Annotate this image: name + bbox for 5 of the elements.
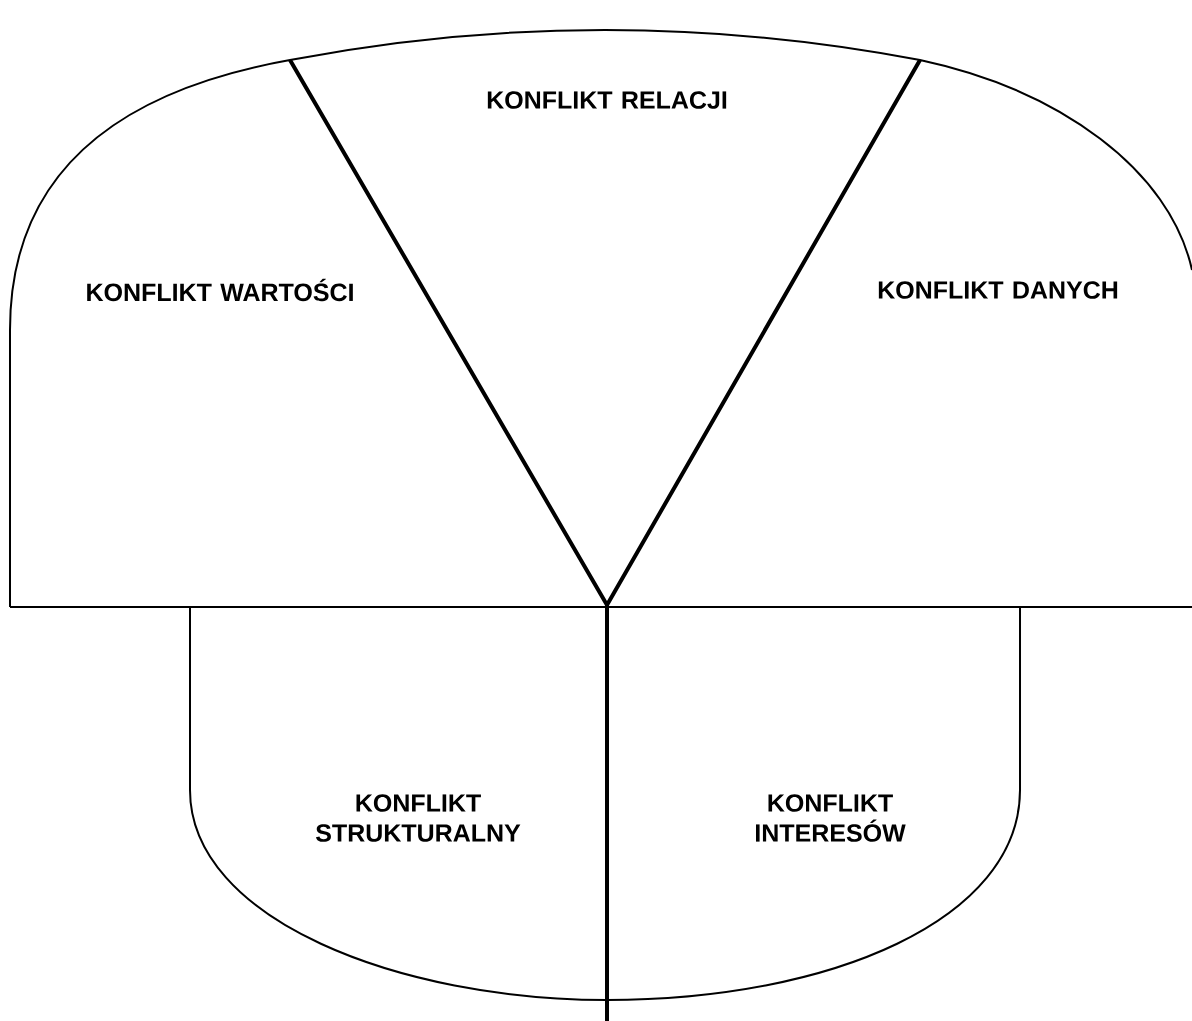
sector-label: KONFLIKT DANYCH [878,281,1118,299]
sector-label: KONFLIKT STRUKTURALNY [315,794,521,842]
sector-label: KONFLIKT RELACJI [487,91,727,109]
sector-label: KONFLIKT WARTOŚCI [87,278,353,302]
sector-label: KONFLIKT INTERESÓW [756,794,906,842]
